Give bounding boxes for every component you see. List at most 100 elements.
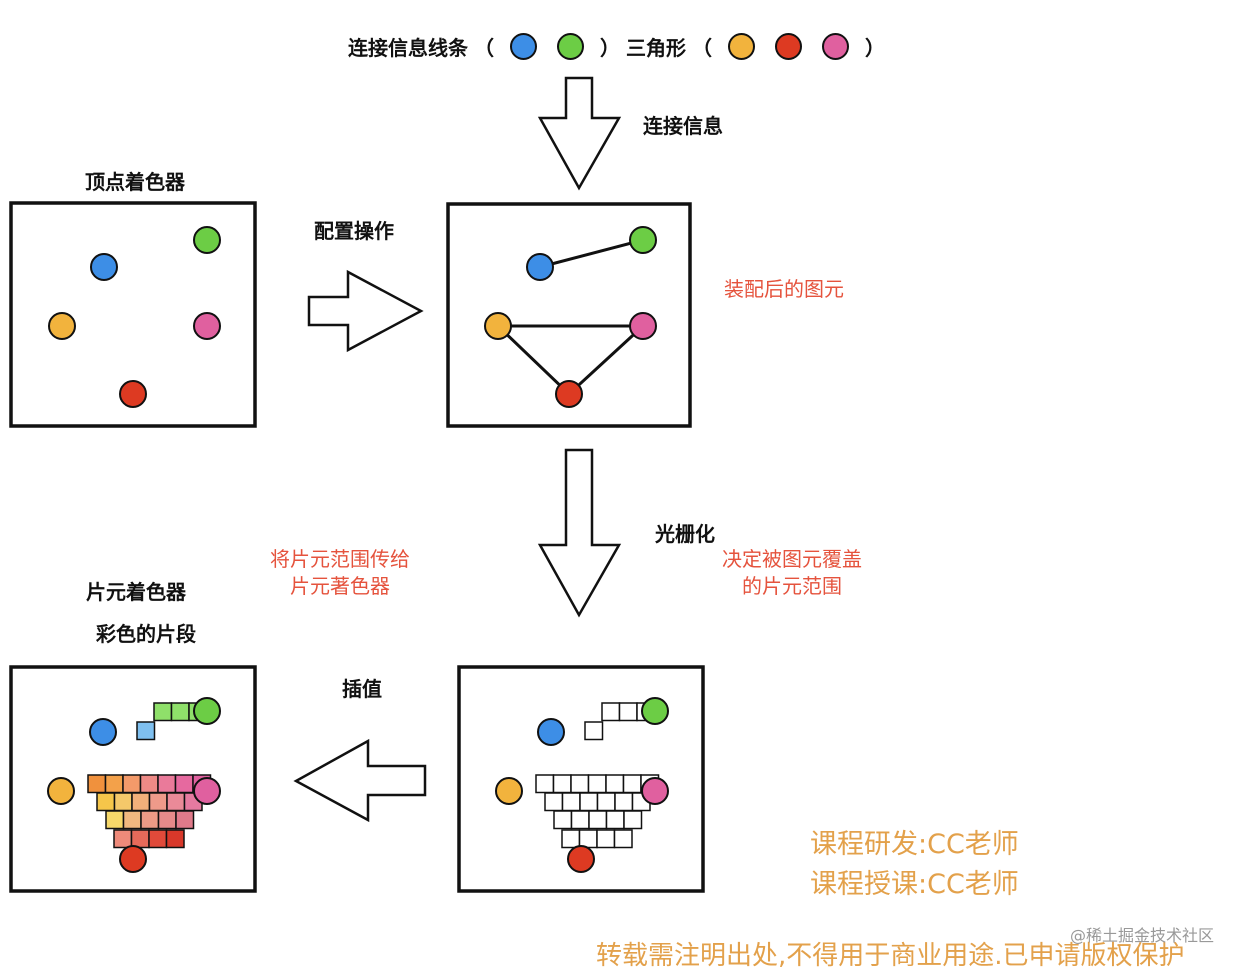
primitive-triangle xyxy=(494,324,647,397)
triangle-fragment xyxy=(623,810,643,830)
legend-close-paren-2: ） xyxy=(865,35,885,60)
triangle-fragment xyxy=(157,810,177,830)
arrow-down-rasterize xyxy=(537,448,622,618)
triangle-fragment xyxy=(148,792,168,812)
credit-dev: 课程研发:CC老师 xyxy=(810,829,1019,860)
triangle-fragment xyxy=(140,810,160,830)
site-watermark: @稀土掘金技术社区 xyxy=(1069,926,1214,945)
line-fragment xyxy=(584,721,604,741)
fragment-red xyxy=(119,845,147,873)
raster-fragment-grid xyxy=(535,702,660,849)
triangle-fragment xyxy=(113,829,133,849)
legend-yellow-dot xyxy=(728,32,755,60)
raster-red xyxy=(567,845,595,873)
arrow-left-interpolate xyxy=(293,738,427,823)
connection-info-label: 连接信息 xyxy=(643,114,723,138)
triangle-fragment xyxy=(122,774,142,794)
fragment-green xyxy=(193,697,221,725)
triangle-fragment xyxy=(166,792,186,812)
triangle-fragment xyxy=(104,774,124,794)
legend-green-dot xyxy=(557,32,584,60)
assembled-red xyxy=(555,380,583,408)
triangle-fragment xyxy=(96,792,116,812)
vertex-yellow xyxy=(48,312,76,340)
vertex-pink xyxy=(193,312,221,340)
triangle-fragment xyxy=(535,774,555,794)
arrow-down-connection xyxy=(537,76,622,191)
vertex-green xyxy=(193,226,221,254)
decide-coverage-label: 决定被图元覆盖 的片元范围 xyxy=(714,546,870,600)
triangle-fragment xyxy=(605,810,625,830)
assembled-blue xyxy=(526,253,554,281)
pass-line-1: 将片元范围传给 xyxy=(270,547,410,571)
credit-teach: 课程授课:CC老师 xyxy=(810,869,1019,900)
triangle-fragment xyxy=(165,829,185,849)
triangle-fragment xyxy=(613,829,633,849)
triangle-fragment xyxy=(561,829,581,849)
copyright-notice: 转载需注明出处,不得用于商业用途.已申请版权保护 xyxy=(596,941,1185,971)
triangle-fragment xyxy=(578,829,598,849)
legend-line-label: 连接信息线条 xyxy=(348,35,468,60)
legend: 连接信息线条 （ ） 三角形 （ ） xyxy=(348,30,891,62)
pass-line-2: 片元著色器 xyxy=(290,574,390,598)
assembled-green xyxy=(629,226,657,254)
triangle-fragment xyxy=(552,774,572,794)
arrow-right-config xyxy=(307,269,424,353)
triangle-fragment xyxy=(587,774,607,794)
legend-open-paren-2: （ xyxy=(692,35,712,60)
line-fragment xyxy=(153,702,173,722)
vertex-red xyxy=(119,380,147,408)
fragment-blue xyxy=(89,718,117,746)
line-fragment xyxy=(136,721,156,741)
pass-range-label: 将片元范围传给 片元著色器 xyxy=(262,546,418,600)
triangle-fragment xyxy=(622,774,642,794)
legend-pink-dot xyxy=(822,32,849,60)
triangle-fragment xyxy=(113,792,133,812)
triangle-fragment xyxy=(175,810,195,830)
assembled-primitive-label: 装配后的图元 xyxy=(724,277,844,301)
legend-open-paren: （ xyxy=(474,35,494,60)
triangle-fragment xyxy=(570,774,590,794)
triangle-fragment xyxy=(122,810,142,830)
vertex-shader-label: 顶点着色器 xyxy=(85,170,185,194)
vertex-blue xyxy=(90,253,118,281)
triangle-fragment xyxy=(570,810,590,830)
legend-blue-dot xyxy=(510,32,537,60)
legend-triangle-label: 三角形 xyxy=(626,35,686,60)
assembled-pink xyxy=(629,312,657,340)
triangle-fragment xyxy=(553,810,573,830)
triangle-fragment xyxy=(544,792,564,812)
raster-pink xyxy=(641,777,669,805)
colored-fragments-label: 彩色的片段 xyxy=(96,622,196,646)
triangle-fragment xyxy=(596,792,616,812)
raster-green xyxy=(641,697,669,725)
triangle-fragment xyxy=(105,810,125,830)
triangle-fragment xyxy=(605,774,625,794)
config-op-label: 配置操作 xyxy=(314,219,394,243)
rasterize-label: 光栅化 xyxy=(655,522,715,546)
triangle-fragment xyxy=(614,792,634,812)
line-fragment xyxy=(170,702,190,722)
triangle-fragment xyxy=(588,810,608,830)
fragment-pink xyxy=(193,777,221,805)
decide-line-1: 决定被图元覆盖 xyxy=(722,547,862,571)
line-fragment xyxy=(618,702,638,722)
raster-blue xyxy=(537,718,565,746)
triangle-fragment xyxy=(148,829,168,849)
raster-yellow xyxy=(495,777,523,805)
triangle-fragment xyxy=(139,774,159,794)
legend-red-dot xyxy=(775,32,802,60)
line-fragment xyxy=(601,702,621,722)
triangle-fragment xyxy=(130,829,150,849)
triangle-fragment xyxy=(579,792,599,812)
fragment-shader-label: 片元着色器 xyxy=(86,580,186,604)
triangle-fragment xyxy=(157,774,177,794)
triangle-fragment xyxy=(174,774,194,794)
assembled-yellow xyxy=(484,312,512,340)
decide-line-2: 的片元范围 xyxy=(742,574,842,598)
triangle-fragment xyxy=(561,792,581,812)
legend-close-paren: ） xyxy=(600,35,620,60)
primitive-line xyxy=(539,238,644,269)
interpolate-label: 插值 xyxy=(342,677,382,701)
